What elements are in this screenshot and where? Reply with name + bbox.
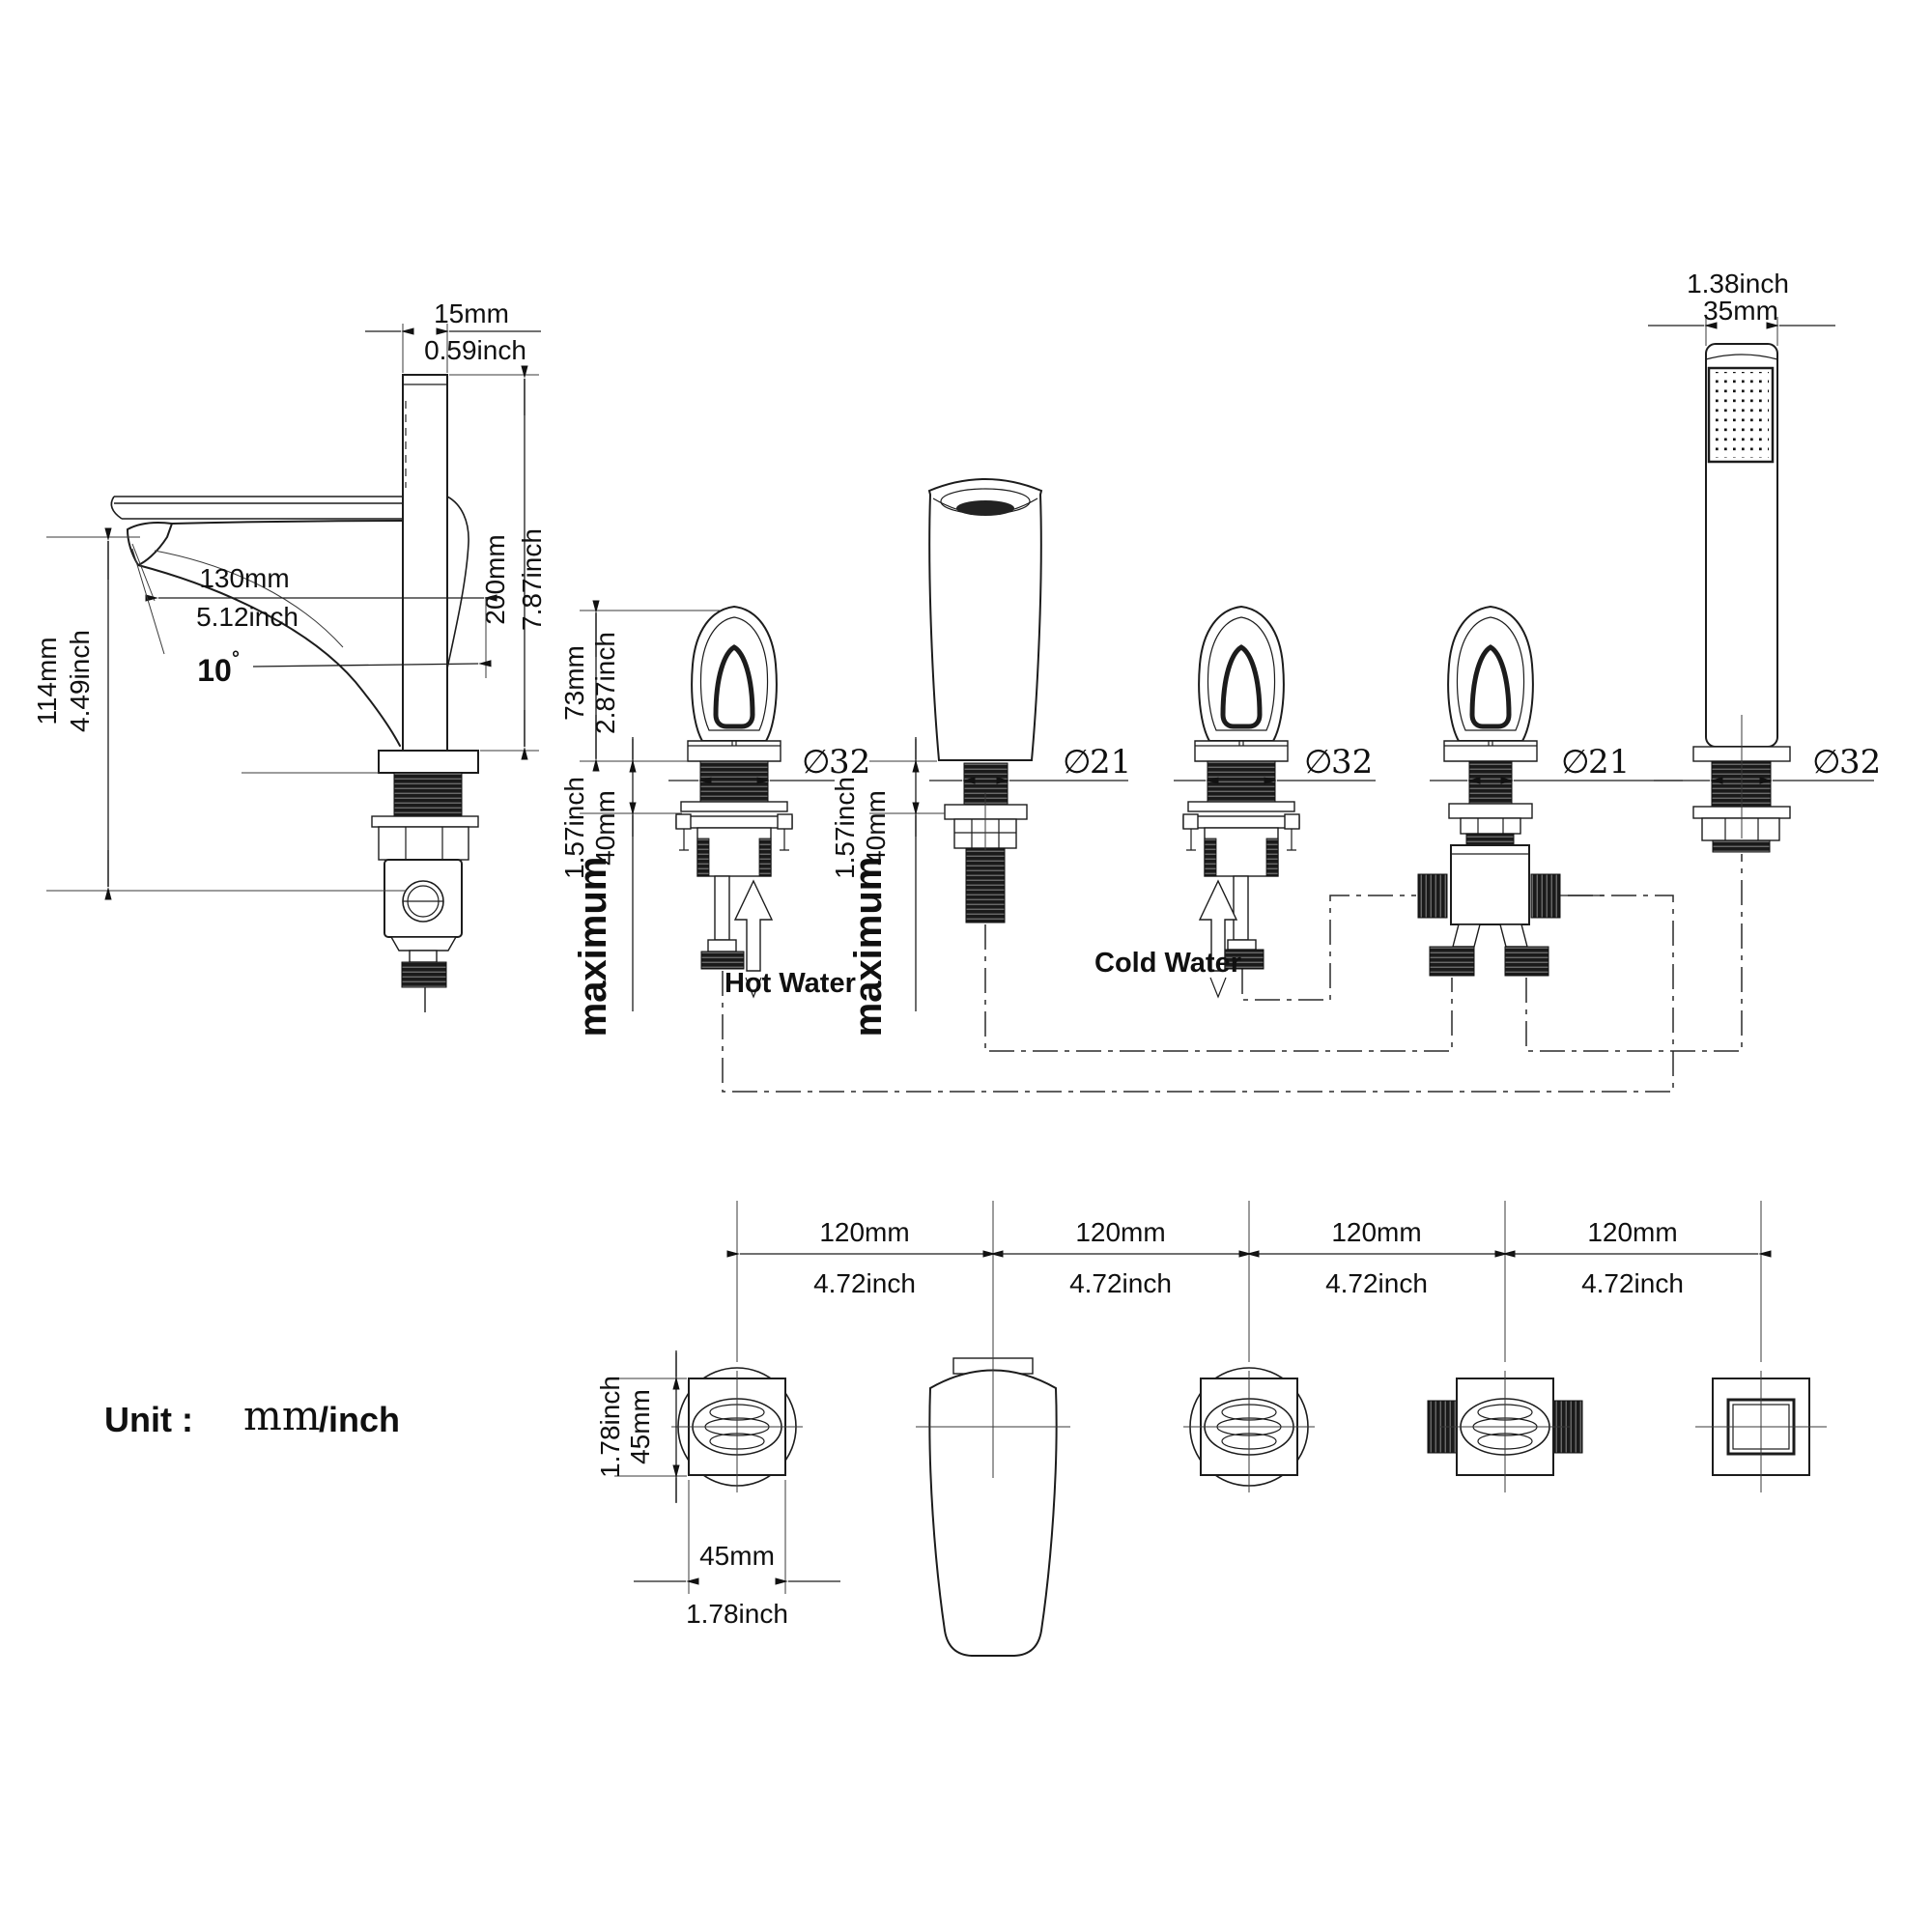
spout-height-mm: 200mm: [480, 534, 510, 624]
dia-symbol-spout: ∅: [1063, 743, 1092, 781]
handle-height-inch: 2.87inch: [590, 632, 620, 734]
cold-water-label: Cold Water: [1094, 948, 1241, 979]
handle-height-mm: 73mm: [559, 645, 589, 721]
dim-handshower-width: 1.38inch 35mm: [1648, 269, 1835, 346]
spray-face-nozzles: [1713, 372, 1769, 458]
dia-value-spout: 21: [1090, 743, 1131, 781]
handshower-width-mm: 35mm: [1703, 296, 1778, 326]
handle-size-inch-v: 1.78inch: [595, 1376, 625, 1478]
dim-spout-height: 200mm 7.87inch: [449, 365, 547, 760]
dia-symbol-cold: ∅: [1304, 743, 1333, 781]
unit-note: Unit : mm /inch: [104, 1392, 400, 1439]
spout-reach-inch: 5.12inch: [196, 602, 298, 632]
dim-handle-size-vertical: 1.78inch 45mm: [595, 1350, 687, 1503]
dia-value-hot: 32: [829, 743, 870, 781]
handshower-width-inch: 1.38inch: [1687, 269, 1789, 298]
spacing-inch-1: 4.72inch: [813, 1268, 916, 1298]
spacing-mm-1: 120mm: [819, 1217, 909, 1247]
diverter-unit: [1417, 607, 1604, 977]
handle-size-mm-v: 45mm: [625, 1389, 655, 1464]
deck-mm-2: 40mm: [861, 790, 891, 866]
deck-inch-2: 1.57inch: [830, 777, 860, 879]
dia-label-hot: ∅ 32: [668, 743, 870, 784]
dia-value-diverter: 21: [1588, 743, 1630, 781]
unit-label: Unit :: [104, 1400, 193, 1439]
supply-routing-lines: [722, 854, 1743, 1093]
handle-size-mm-h: 45mm: [699, 1541, 775, 1571]
spacing-inch-4: 4.72inch: [1581, 1268, 1684, 1298]
deck-inch-1: 1.57inch: [559, 777, 589, 879]
cold-handle-unit: Cold Water: [1094, 607, 1300, 998]
spacing-mm-2: 120mm: [1075, 1217, 1165, 1247]
spacing-mm-3: 120mm: [1331, 1217, 1421, 1247]
dim-deck-max-1: 1.57inch 40mm maximum: [559, 737, 637, 1037]
hot-handle-unit: Hot Water: [675, 607, 856, 999]
outlet-height-inch: 4.49inch: [65, 630, 95, 732]
spout-angle-unit: °: [232, 648, 240, 669]
dia-symbol-hot: ∅: [802, 743, 831, 781]
dim-deck-max-2: 1.57inch 40mm maximum: [830, 737, 945, 1037]
spout-side-view: [110, 374, 479, 1016]
dia-symbol-diverter: ∅: [1561, 743, 1590, 781]
tub-spout-unit: [927, 478, 1043, 923]
hot-water-label: Hot Water: [724, 968, 856, 999]
deck-note-2: maximum: [847, 857, 890, 1037]
dia-label-diverter: ∅ 21: [1430, 743, 1683, 784]
spacing-inch-3: 4.72inch: [1325, 1268, 1428, 1298]
dim-handle-width: 15mm 0.59inch: [365, 298, 541, 373]
tv-tub-spout: [916, 1354, 1070, 1657]
handle-width-inch: 0.59inch: [424, 335, 526, 365]
hand-shower-unit: [1692, 343, 1791, 853]
tv-hand-shower: [1695, 1371, 1827, 1492]
dim-spout-angle: 10 °: [131, 548, 492, 688]
dia-label-tub-spout: ∅ 21: [929, 743, 1131, 784]
outlet-height-mm: 114mm: [32, 637, 62, 724]
spout-reach-mm: 130mm: [199, 563, 289, 593]
dia-label-cold: ∅ 32: [1174, 743, 1376, 784]
spacing-mm-4: 120mm: [1587, 1217, 1677, 1247]
tv-cold-handle: [1183, 1367, 1315, 1492]
handle-width-mm: 15mm: [434, 298, 509, 328]
spout-height-inch: 7.87inch: [517, 528, 547, 631]
deck-mm-1: 40mm: [590, 790, 620, 866]
tv-diverter: [1427, 1371, 1583, 1492]
tv-hot-handle: [671, 1367, 803, 1492]
cold-flow-up-arrow-icon: [1199, 880, 1237, 998]
top-view-row: 120mm 4.72inch 120mm 4.72inch 120mm 4.72…: [595, 1201, 1827, 1657]
dim-handle-height: 73mm 2.87inch: [559, 600, 720, 814]
dim-handle-size-horizontal: 45mm 1.78inch: [634, 1480, 840, 1629]
spacing-inch-2: 4.72inch: [1069, 1268, 1172, 1298]
spout-angle-value: 10: [197, 653, 232, 688]
dia-value-cold: 32: [1331, 743, 1373, 781]
dim-hole-spacing-row: 120mm 4.72inch 120mm 4.72inch 120mm 4.72…: [726, 1201, 1772, 1362]
unit-inch: /inch: [319, 1400, 400, 1439]
dim-spout-reach: 130mm 5.12inch: [131, 543, 497, 678]
dia-value-shower: 32: [1839, 743, 1881, 781]
dia-label-hand-shower: ∅ 32: [1654, 743, 1881, 784]
handle-size-inch-h: 1.78inch: [686, 1599, 788, 1629]
dia-symbol-shower: ∅: [1812, 743, 1841, 781]
unit-mm: mm: [243, 1392, 321, 1439]
dim-outlet-height: 114mm 4.49inch: [32, 527, 406, 900]
deck-note-1: maximum: [572, 857, 614, 1037]
